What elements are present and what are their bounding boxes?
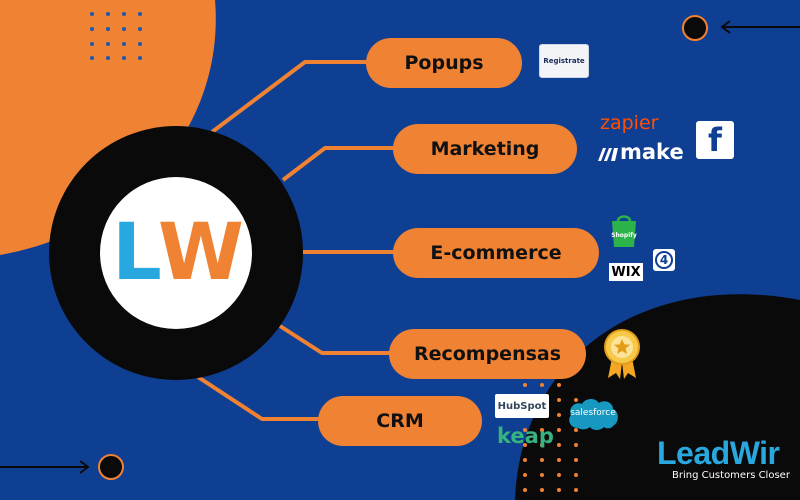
wix-label: WIX [611,264,641,280]
award-medal-icon [602,328,642,380]
branch-popups[interactable]: Popups [366,38,522,88]
connector-crm [196,375,321,421]
orange-corner-shape [0,0,216,255]
dot-top-right [682,15,708,41]
zapier-logo: zapier [600,112,659,134]
center-disc [100,177,252,329]
leadwire-brand-name: LeadWir [657,435,780,471]
center-logo: L W [100,205,252,301]
registrate-label: Registrate [543,57,585,65]
connector-lines [196,60,396,421]
arrow-bottom-left [0,460,90,474]
branch-ecommerce[interactable]: E-commerce [393,228,599,278]
connector-recompensas [278,324,392,355]
four-label: 4 [655,251,673,269]
salesforce-cloud-icon: salesforce [566,396,620,432]
shopify-label: Shopify [611,232,637,239]
four-logo-card: 4 [653,249,675,271]
logo-letter-l: L [112,208,162,298]
facebook-icon: f [696,121,734,159]
branch-marketing[interactable]: Marketing [393,124,577,174]
connector-popups [210,60,370,134]
make-logo: make [620,140,684,164]
hubspot-logo-card: HubSpot [495,394,549,418]
leadwire-tagline: Bring Customers Closer [672,470,790,481]
black-corner-shape [515,294,800,500]
wix-logo-card: WIX [609,263,643,281]
keap-logo: keap [497,424,554,448]
arrow-top-right [720,20,800,34]
dot-grid-top [90,12,142,60]
logo-letter-w: W [157,208,244,298]
connector-marketing [281,146,396,182]
shopify-icon: Shopify [609,212,639,248]
branch-crm[interactable]: CRM [318,396,482,446]
dot-bottom-left [98,454,124,480]
make-icon [597,146,619,162]
facebook-glyph: f [708,121,722,159]
hubspot-label: HubSpot [497,400,547,412]
branch-recompensas[interactable]: Recompensas [389,329,586,379]
salesforce-label: salesforce [570,408,616,418]
registrate-card: Registrate [539,44,589,78]
